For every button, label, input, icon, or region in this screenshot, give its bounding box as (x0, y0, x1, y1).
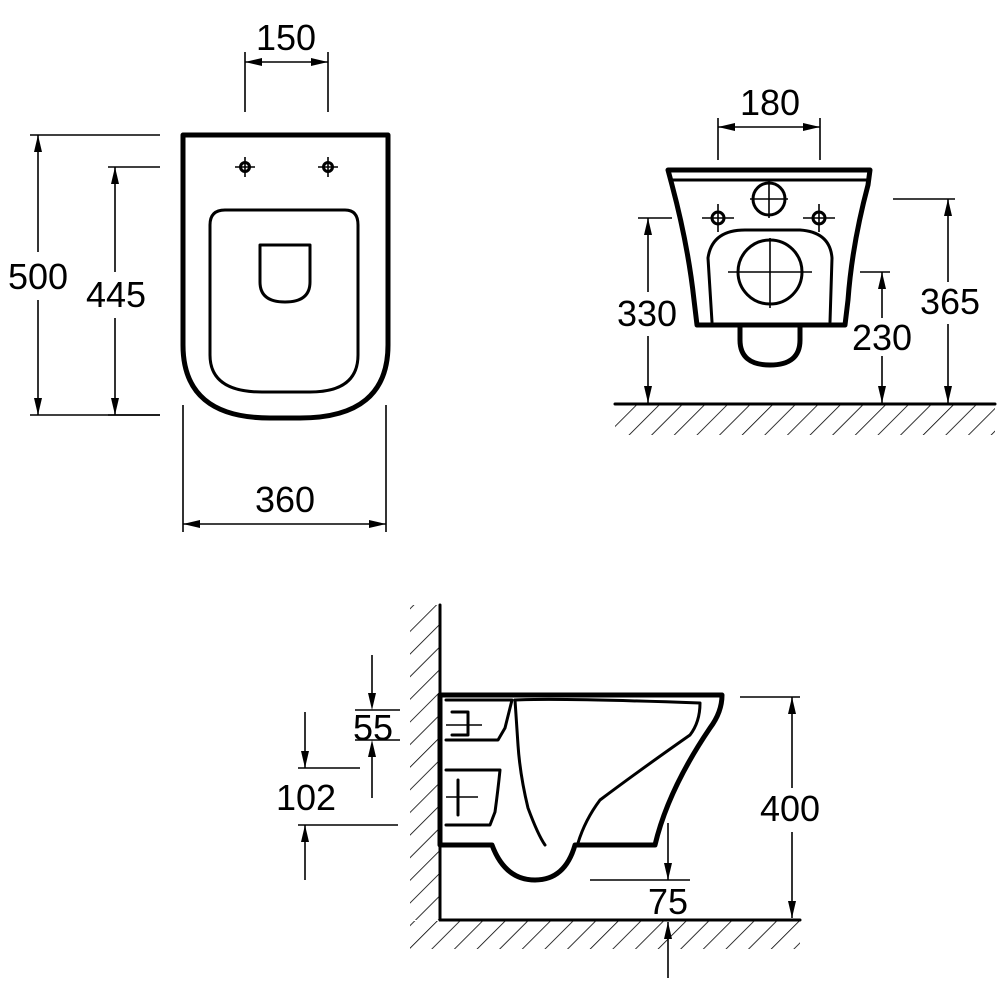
side-view-body-outline (437, 692, 725, 883)
side-view: 55 102 400 75 (276, 603, 820, 978)
dim-label-360: 360 (255, 479, 315, 520)
floor-hatch (615, 405, 995, 435)
top-view: 150 500 445 360 (8, 17, 391, 532)
dim-label-400: 400 (760, 788, 820, 829)
dim-label-75: 75 (648, 881, 688, 922)
floor-hatch (410, 921, 800, 949)
fixing-hole-icon (702, 204, 734, 232)
side-view-inlet-connector (444, 698, 514, 742)
top-view-bowl-rim (208, 208, 360, 394)
front-view-spigot (737, 322, 803, 368)
fixing-hole-icon (318, 157, 338, 177)
dim-label-330: 330 (617, 293, 677, 334)
dim-label-180: 180 (740, 82, 800, 123)
dim-label-365: 365 (920, 281, 980, 322)
dim-label-55: 55 (353, 707, 393, 748)
front-view-inner-bowl (706, 228, 834, 324)
top-view-body-outline (180, 132, 391, 421)
front-view-body-outline (665, 167, 873, 328)
wall-hatch (410, 605, 440, 920)
fixing-hole-icon (235, 157, 255, 177)
dim-label-150: 150 (256, 17, 316, 58)
dim-label-230: 230 (852, 317, 912, 358)
dim-label-445: 445 (86, 274, 146, 315)
fixing-hole-icon (803, 204, 835, 232)
dim-label-500: 500 (8, 256, 68, 297)
side-view-outlet-connector (444, 768, 502, 827)
top-view-drain (258, 243, 312, 304)
dim-label-102: 102 (276, 777, 336, 818)
front-view: 180 330 230 365 (613, 82, 997, 435)
side-view-inner-bowl (513, 697, 702, 845)
